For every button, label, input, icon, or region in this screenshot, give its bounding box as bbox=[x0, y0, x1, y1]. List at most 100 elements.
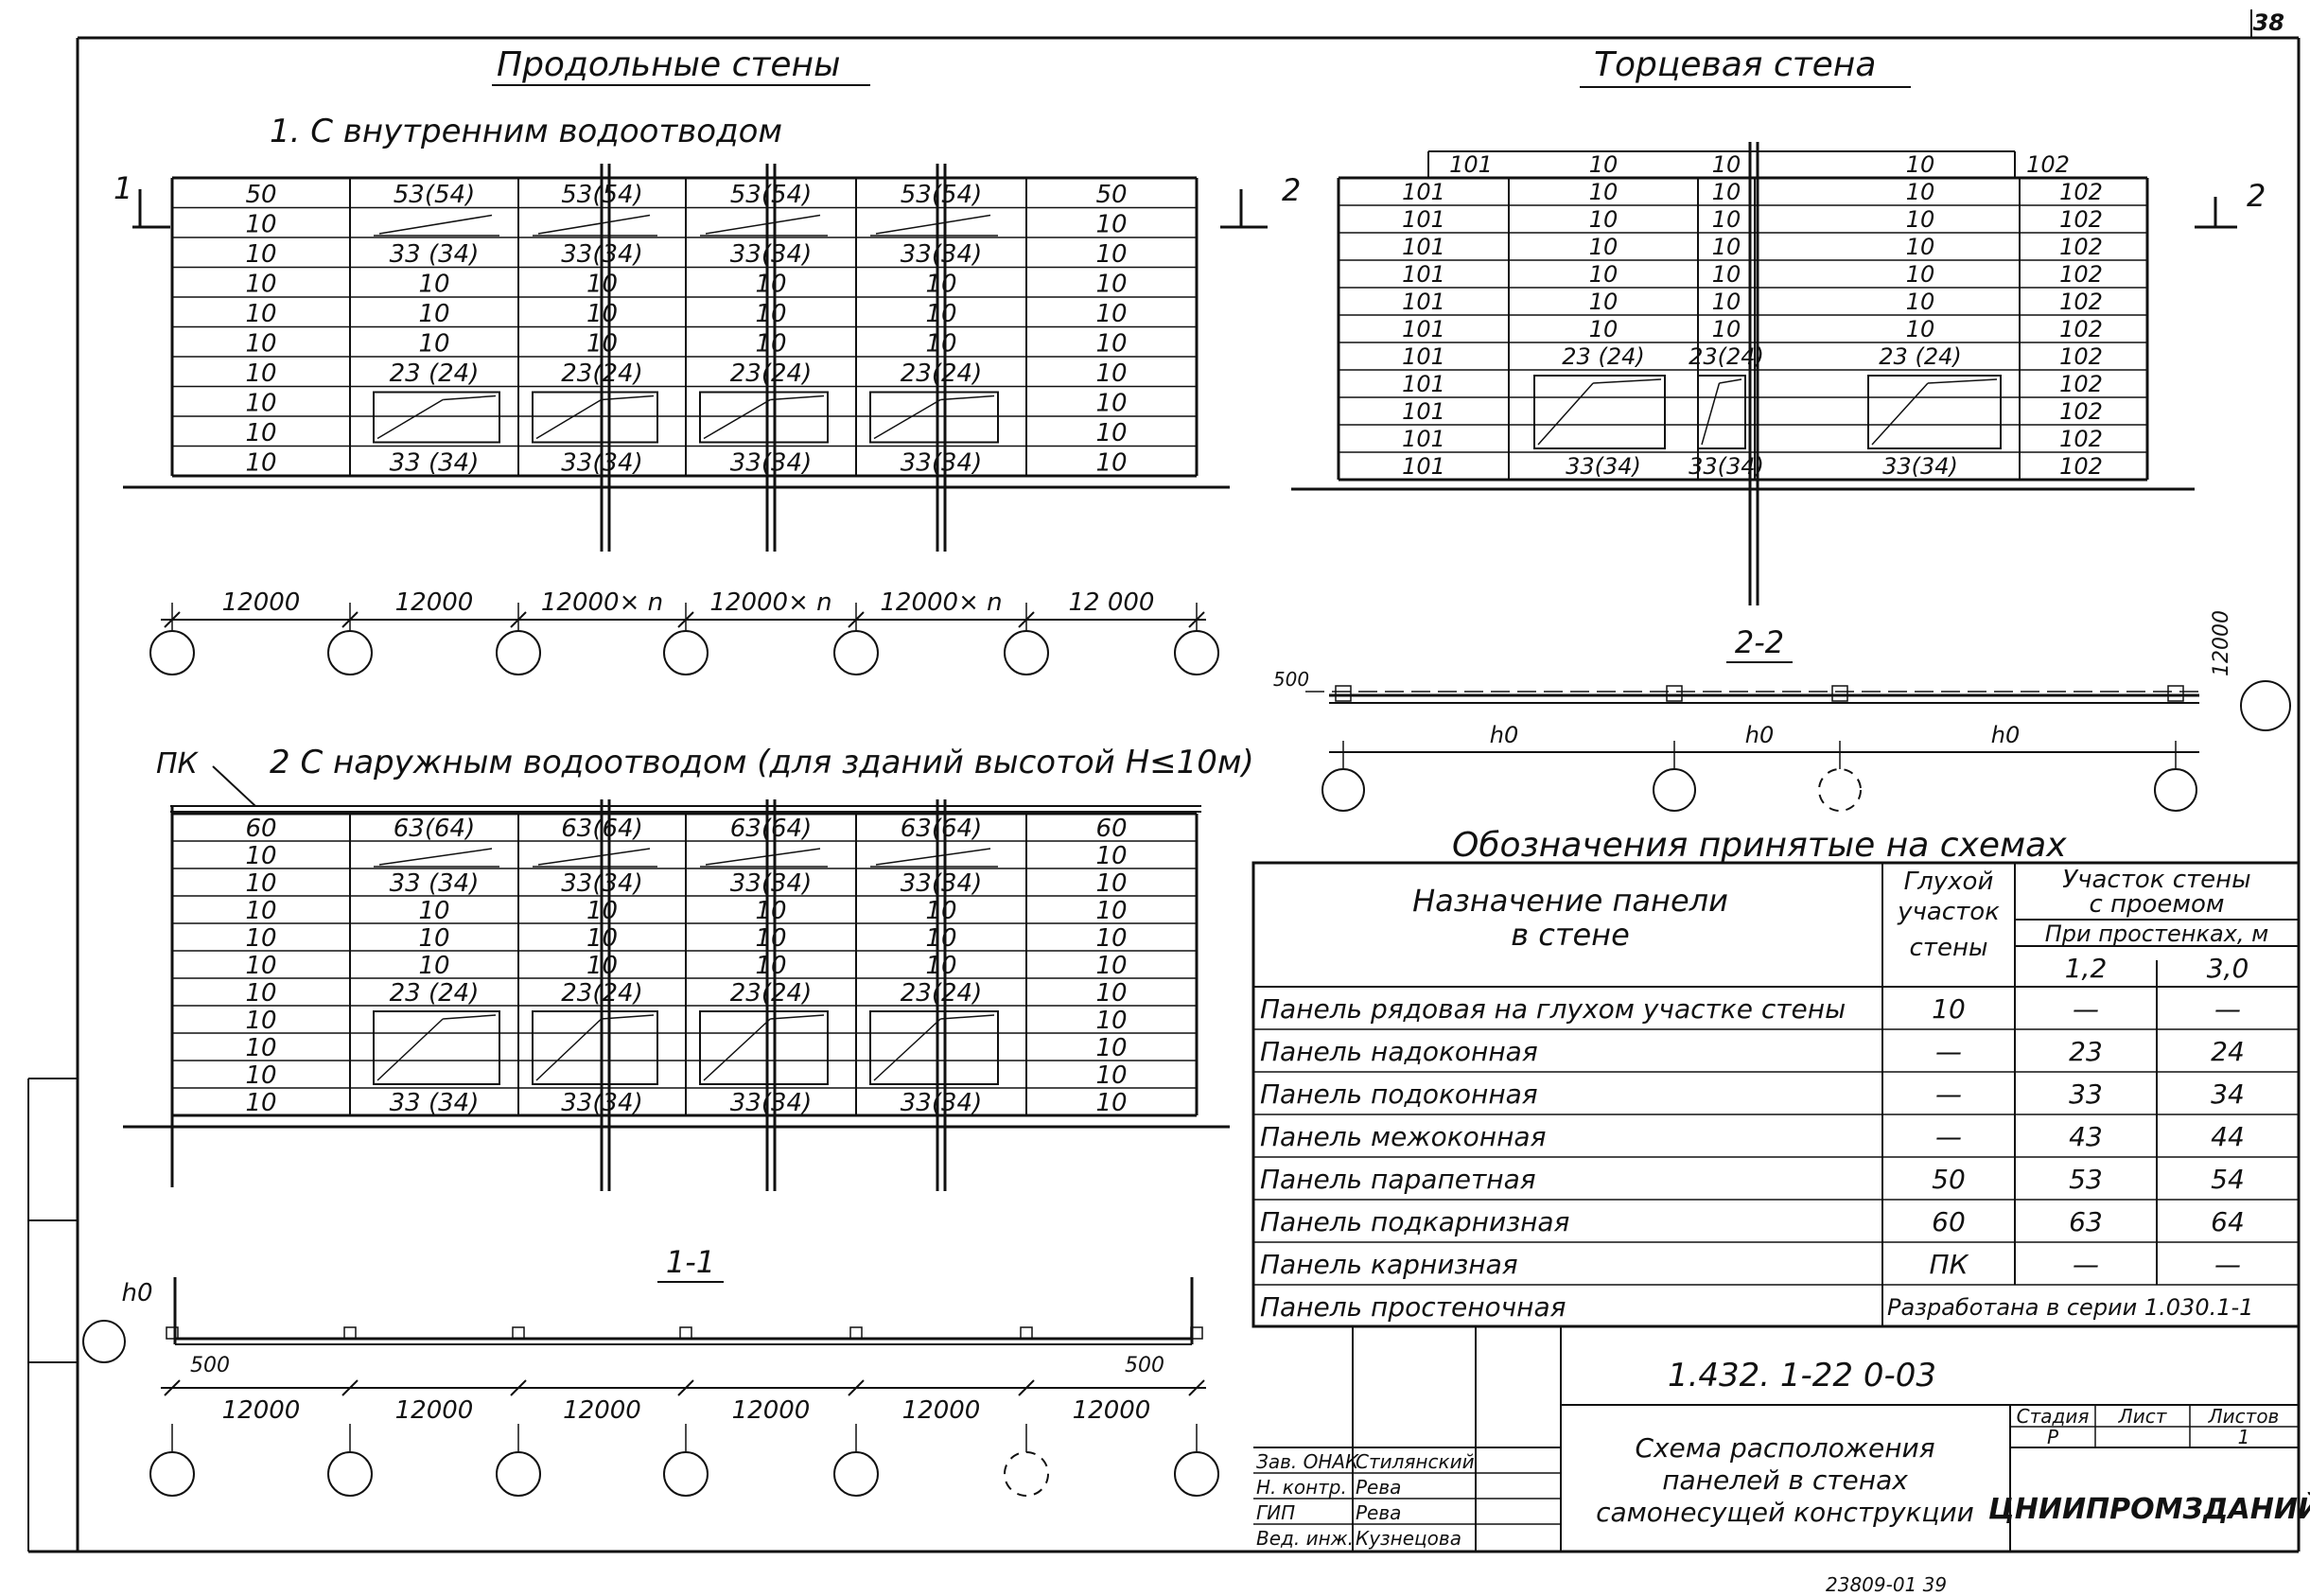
section-dimension-text: 12000 bbox=[902, 1396, 981, 1425]
panel-mark: 10 bbox=[1095, 270, 1127, 298]
panel-mark: 10 bbox=[245, 210, 276, 238]
window-sash bbox=[940, 1014, 995, 1020]
panel-mark: 10 bbox=[755, 952, 786, 980]
column-mark bbox=[1020, 1326, 1033, 1340]
panel-mark: 10 bbox=[245, 360, 276, 388]
panel-mark: 10 bbox=[586, 270, 618, 298]
panel-mark: 10 bbox=[755, 897, 786, 925]
column-mark bbox=[512, 1326, 525, 1340]
panel-mark: 101 bbox=[1402, 316, 1445, 342]
dimension-tick bbox=[510, 1379, 527, 1396]
panel-mark: 33(34) bbox=[901, 1089, 982, 1117]
panel-mark: 10 bbox=[245, 448, 276, 477]
axis-circle bbox=[1004, 630, 1049, 675]
panel-mark: 10 bbox=[925, 270, 956, 298]
legend-blind-value: 60 bbox=[1932, 1206, 1966, 1237]
svg-text:1,2: 1,2 bbox=[2065, 953, 2108, 984]
window-opening bbox=[373, 1010, 500, 1085]
panel-mark: 101 bbox=[1402, 179, 1445, 205]
svg-text:Участок стены: Участок стены bbox=[2062, 866, 2250, 894]
pk-label: ПК bbox=[156, 747, 200, 780]
dimension-tick bbox=[164, 1379, 181, 1396]
panel-mark: 10 bbox=[245, 240, 276, 269]
panel-mark: 10 bbox=[1712, 206, 1741, 233]
axis-circle bbox=[833, 1451, 879, 1497]
panel-mark: 10 bbox=[1712, 289, 1741, 315]
panel-mark: 23(24) bbox=[730, 979, 812, 1008]
signer-role: ГИП bbox=[1256, 1501, 1295, 1524]
panel-mark: 102 bbox=[2059, 426, 2103, 452]
window-opening bbox=[1867, 375, 2002, 449]
dimension-text: 12000× n bbox=[880, 588, 1002, 617]
panel-mark: 10 bbox=[1095, 1034, 1127, 1062]
svg-text:самонесущей конструкции: самонесущей конструкции bbox=[1596, 1497, 1974, 1528]
panel-mark: 10 bbox=[755, 300, 786, 328]
column-mark bbox=[343, 1326, 357, 1340]
column-mark bbox=[166, 1326, 179, 1340]
window-sash bbox=[1537, 382, 1594, 446]
panel-mark: 10 bbox=[1095, 389, 1127, 417]
panel-mark: 53(54) bbox=[394, 181, 475, 209]
legend-panel-name: Панель карнизная bbox=[1260, 1249, 1518, 1280]
panel-mark: 10 bbox=[1906, 206, 1935, 233]
offset-label: 500 bbox=[190, 1354, 230, 1377]
legend-value-30: 44 bbox=[2211, 1121, 2245, 1152]
panel-mark: 10 bbox=[245, 924, 276, 953]
axis-circle bbox=[82, 1320, 126, 1363]
h0-label: h0 bbox=[121, 1279, 152, 1307]
signer-role: Н. контр. bbox=[1256, 1476, 1347, 1499]
panel-mark: 10 bbox=[245, 270, 276, 298]
panel-mark: 33(34) bbox=[901, 240, 982, 269]
window-opening bbox=[869, 391, 999, 444]
legend-value-30: 54 bbox=[2211, 1164, 2245, 1195]
window-opening bbox=[373, 391, 500, 444]
legend-note: Разработана в серии 1.030.1-1 bbox=[1887, 1294, 2253, 1321]
panel-mark: 23(24) bbox=[1689, 343, 1764, 370]
drawing-code: 1.432. 1-22 0-03 bbox=[1668, 1357, 1936, 1394]
column-mark bbox=[849, 1326, 863, 1340]
column-mark bbox=[679, 1326, 692, 1340]
panel-mark: 10 bbox=[586, 300, 618, 328]
panel-mark: 10 bbox=[1095, 1007, 1127, 1035]
panel-mark: 10 bbox=[245, 952, 276, 980]
panel-mark: 10 bbox=[1906, 261, 1935, 288]
panel-mark: 63(64) bbox=[901, 815, 982, 843]
legend-value-12: 63 bbox=[2069, 1206, 2103, 1237]
panel-mark: 101 bbox=[1402, 206, 1445, 233]
section-title: 1-1 bbox=[666, 1244, 715, 1280]
axis-circle bbox=[327, 630, 373, 675]
panel-mark: 10 bbox=[418, 897, 449, 925]
window-opening bbox=[699, 391, 829, 444]
panel-mark: 63(64) bbox=[394, 815, 475, 843]
window-opening bbox=[532, 1010, 658, 1085]
legend-panel-name: Панель парапетная bbox=[1260, 1164, 1536, 1195]
dimension-tick bbox=[1018, 1379, 1035, 1396]
window-sash bbox=[873, 1018, 941, 1081]
dimension-text: 12000× n bbox=[541, 588, 663, 617]
svg-text:Схема расположения: Схема расположения bbox=[1635, 1432, 1934, 1464]
column-mark bbox=[1666, 685, 1683, 702]
panel-mark: 53(54) bbox=[901, 181, 982, 209]
panel-mark: 10 bbox=[245, 897, 276, 925]
panel-mark: 10 bbox=[1095, 952, 1127, 980]
axis-circle bbox=[496, 630, 541, 675]
h0-label: h0 bbox=[1745, 722, 1774, 748]
section-marker-1: 1 bbox=[114, 170, 170, 229]
axis-circle bbox=[149, 1451, 195, 1497]
panel-mark: 10 bbox=[245, 1034, 276, 1062]
panel-mark: 101 bbox=[1402, 371, 1445, 397]
signer-name: Рева bbox=[1356, 1476, 1401, 1499]
column-mark bbox=[1831, 685, 1848, 702]
transom-sash bbox=[378, 214, 493, 235]
panel-mark: 50 bbox=[1095, 181, 1127, 209]
panel-mark: 10 bbox=[245, 419, 276, 447]
svg-text:2: 2 bbox=[1282, 172, 1301, 208]
panel-mark: 33(34) bbox=[901, 869, 982, 898]
dimension-tick bbox=[1188, 611, 1205, 628]
section-dimension-text: 12000 bbox=[563, 1396, 641, 1425]
panel-mark: 50 bbox=[245, 181, 276, 209]
panel-mark: 10 bbox=[1712, 151, 1741, 178]
